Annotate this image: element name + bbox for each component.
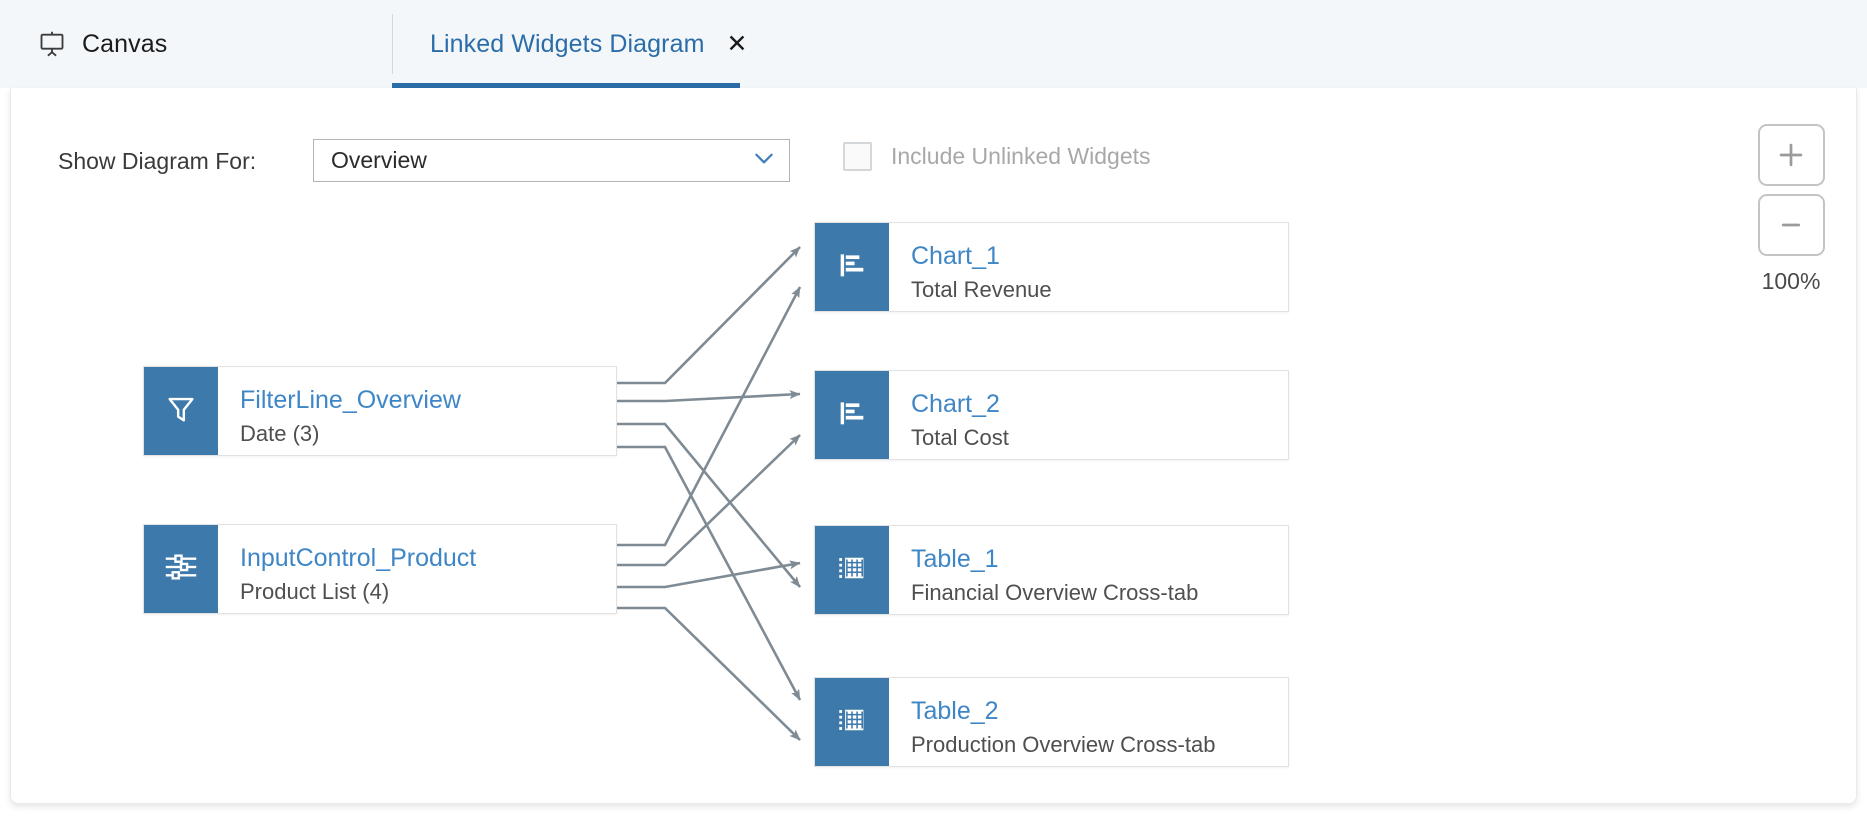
node-icon-container — [815, 526, 889, 614]
checkbox-box[interactable] — [843, 142, 872, 171]
node-title: Table_2 — [911, 697, 999, 726]
tab-linked-widgets-diagram-label: Linked Widgets Diagram — [430, 29, 705, 58]
node-icon-container — [815, 371, 889, 459]
table-grid-icon — [835, 551, 869, 590]
zoom-in-button[interactable] — [1757, 124, 1825, 186]
node-table-1[interactable]: Table_1 Financial Overview Cross-tab — [814, 525, 1289, 615]
include-unlinked-widgets-checkbox[interactable]: Include Unlinked Widgets — [843, 142, 1151, 171]
include-unlinked-widgets-label: Include Unlinked Widgets — [891, 143, 1151, 169]
table-grid-icon — [835, 703, 869, 742]
minus-icon — [1781, 223, 1801, 227]
canvas-easel-icon — [38, 30, 66, 58]
node-subtitle: Financial Overview Cross-tab — [911, 580, 1199, 606]
filter-funnel-icon — [164, 392, 198, 431]
node-subtitle: Production Overview Cross-tab — [911, 732, 1216, 758]
show-diagram-for-label: Show Diagram For: — [58, 148, 257, 174]
zoom-out-button[interactable] — [1757, 194, 1825, 256]
node-title: FilterLine_Overview — [240, 386, 461, 415]
node-text: Chart_1 Total Revenue — [889, 223, 1288, 311]
node-text: FilterLine_Overview Date (3) — [218, 367, 616, 455]
node-text: Chart_2 Total Cost — [889, 371, 1288, 459]
node-subtitle: Total Cost — [911, 425, 1009, 451]
node-chart-1[interactable]: Chart_1 Total Revenue — [814, 222, 1289, 312]
node-icon-container — [815, 678, 889, 766]
node-icon-container — [815, 223, 889, 311]
node-inputcontrol-product[interactable]: InputControl_Product Product List (4) — [143, 524, 617, 614]
bar-chart-icon — [835, 396, 869, 435]
node-icon-container — [144, 367, 218, 455]
show-diagram-for-select[interactable]: Overview — [313, 139, 790, 182]
node-subtitle: Product List (4) — [240, 579, 390, 605]
tab-bar: Canvas Linked Widgets Diagram ✕ — [0, 0, 1867, 88]
plus-icon — [1779, 143, 1803, 167]
node-text: Table_2 Production Overview Cross-tab — [889, 678, 1288, 766]
node-chart-2[interactable]: Chart_2 Total Cost — [814, 370, 1289, 460]
node-subtitle: Date (3) — [240, 421, 320, 447]
node-title: InputControl_Product — [240, 544, 477, 573]
active-tab-underline — [392, 83, 740, 88]
node-title: Table_1 — [911, 545, 999, 574]
node-icon-container — [144, 525, 218, 613]
show-diagram-for-value: Overview — [331, 147, 427, 173]
tab-canvas[interactable]: Canvas — [0, 0, 392, 88]
zoom-level-label: 100% — [1761, 268, 1821, 294]
node-table-2[interactable]: Table_2 Production Overview Cross-tab — [814, 677, 1289, 767]
node-subtitle: Total Revenue — [911, 277, 1052, 303]
node-text: Table_1 Financial Overview Cross-tab — [889, 526, 1288, 614]
node-title: Chart_2 — [911, 390, 1000, 419]
close-icon[interactable]: ✕ — [726, 29, 748, 58]
chevron-down-icon — [751, 145, 777, 176]
tab-canvas-label: Canvas — [82, 29, 168, 58]
input-control-sliders-icon — [163, 551, 199, 588]
tab-separator — [392, 14, 393, 74]
node-filterline-overview[interactable]: FilterLine_Overview Date (3) — [143, 366, 617, 456]
bar-chart-icon — [835, 248, 869, 287]
zoom-controls: 100% — [1756, 124, 1826, 295]
node-text: InputControl_Product Product List (4) — [218, 525, 616, 613]
tab-linked-widgets-diagram[interactable]: Linked Widgets Diagram ✕ — [392, 0, 786, 88]
node-title: Chart_1 — [911, 242, 1000, 271]
